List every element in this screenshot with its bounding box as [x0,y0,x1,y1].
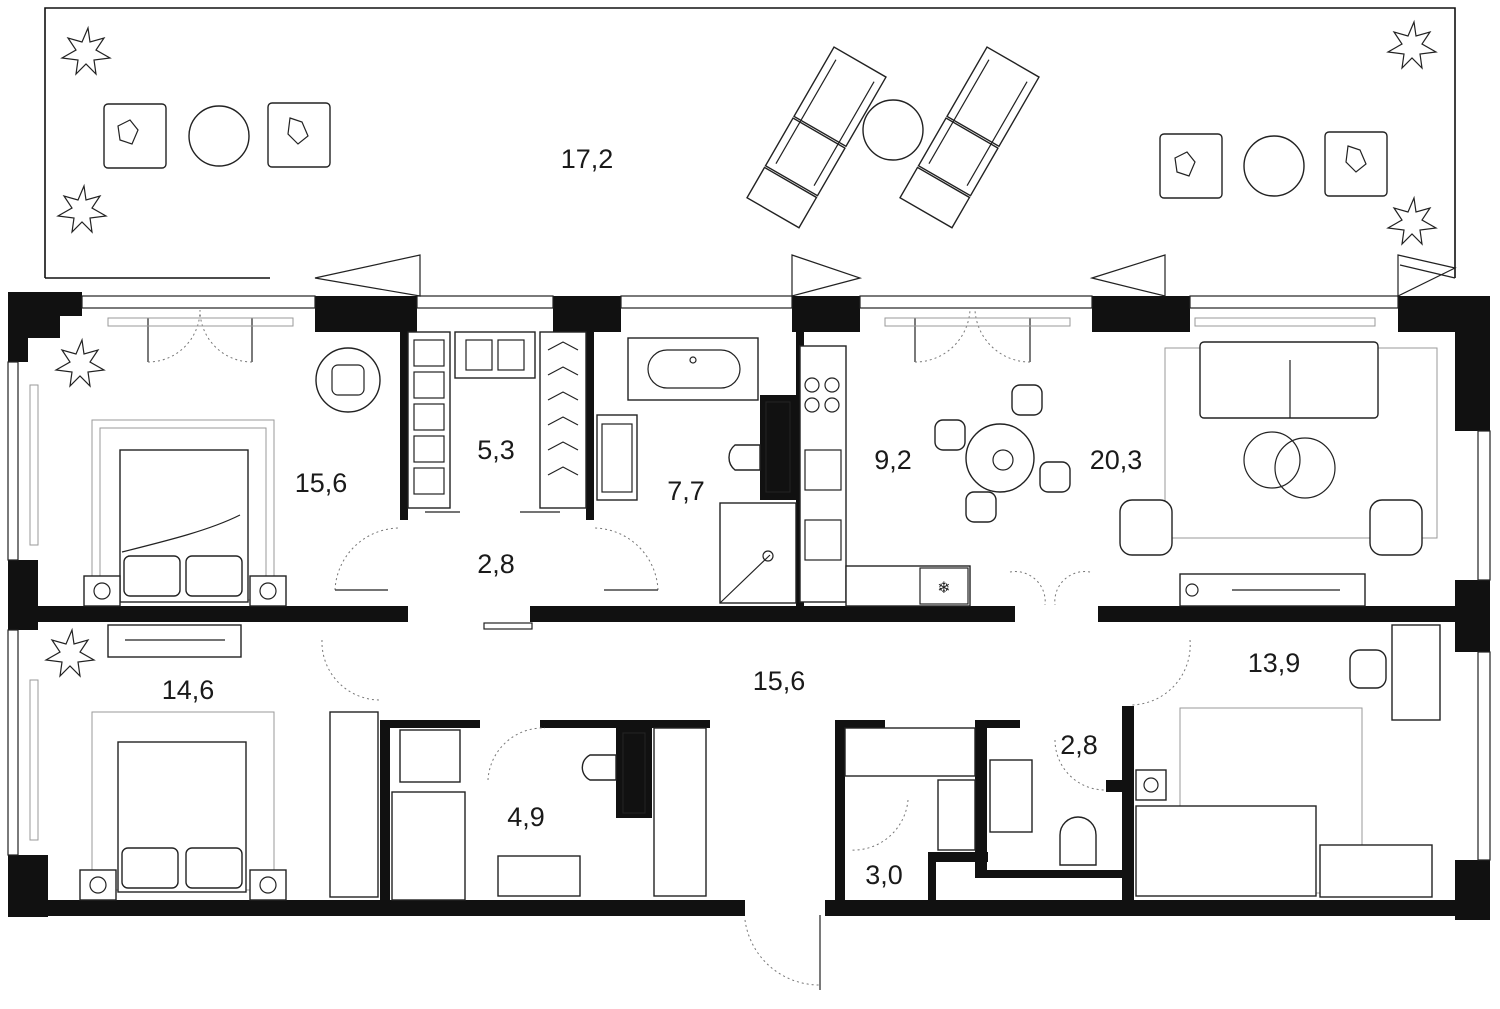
terrace-chair [267,102,331,168]
plant-icon [44,627,96,678]
room-area-bedroom-2: 14,6 [162,675,215,705]
terrace-table [1243,135,1305,197]
living-room-furniture [1119,341,1438,607]
terrace-table [188,105,250,167]
doors [147,254,1457,990]
room-area-terrace: 17,2 [561,144,614,174]
bedroom-3-furniture [1135,624,1441,898]
storage-furniture [844,727,1097,866]
terrace-side-table [862,99,924,161]
exterior-walls [7,292,1491,920]
room-area-living-room: 20,3 [1090,445,1143,475]
interior-walls [8,330,1490,906]
room-area-wardrobe-1: 5,3 [477,435,515,465]
kitchen-furniture: ❄ [845,384,1071,607]
room-area-bathroom-3: 2,8 [1060,730,1098,760]
plant-icon [56,19,1438,246]
room-area-hall-1: 2,8 [477,549,515,579]
bedroom-1-furniture [54,337,381,607]
room-area-bedroom-1: 15,6 [295,468,348,498]
room-area-kitchen: 9,2 [874,445,912,475]
bathroom-2-furniture [391,727,707,901]
bathroom-1-furniture [596,337,847,604]
room-area-bedroom-3: 13,9 [1248,648,1301,678]
room-area-corridor: 15,6 [753,666,806,696]
svg-text:❄: ❄ [937,578,950,597]
sun-lounger-right [899,46,1040,229]
area-labels: 17,2 15,6 5,3 2,8 7,7 9,2 20,3 14,6 15,6… [162,144,1301,890]
terrace-chair [1324,131,1388,197]
room-area-bathroom-2: 4,9 [507,802,545,832]
terrace [44,7,1456,279]
terrace-chair [1159,133,1223,199]
plant-icon [54,337,106,388]
bedroom-2-furniture [44,624,379,901]
room-area-storage: 3,0 [865,860,903,890]
wardrobe-1-furniture [407,331,587,513]
sun-lounger-left [746,46,887,229]
curtains [29,317,1376,841]
room-area-bathroom-1: 7,7 [667,476,705,506]
